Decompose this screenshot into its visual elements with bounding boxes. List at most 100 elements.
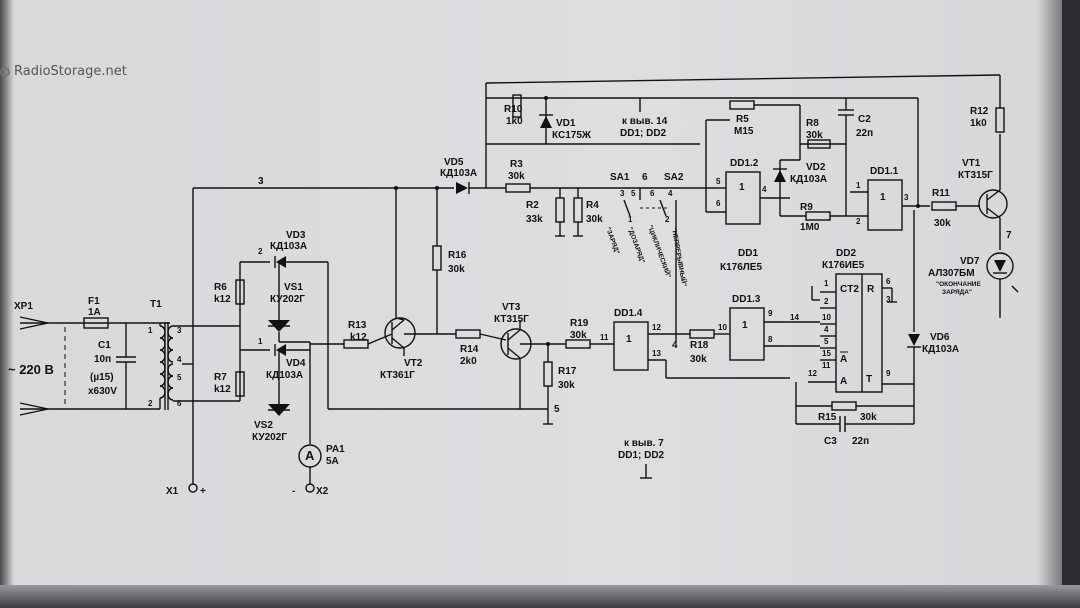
- vd7-m1: "ОКОНЧАНИЕ: [936, 281, 981, 288]
- r6-ref: R6: [214, 282, 227, 293]
- c1-ref: C1: [98, 340, 111, 351]
- c3-ref: C3: [824, 436, 837, 447]
- counter-dd2: DD2 К176ИЕ5 CT2 R A A T 1 2 10 4 5 15 11…: [790, 248, 915, 406]
- c2-ref: C2: [858, 114, 871, 125]
- r10-ref: R10: [504, 104, 523, 115]
- dd13-pin9: 9: [768, 309, 773, 318]
- ct2-pin4: 4: [824, 325, 829, 334]
- resistor-r4: R4 30k: [573, 188, 603, 237]
- resistor-r7: [235, 371, 245, 397]
- sa-pin6: 6: [642, 172, 648, 183]
- diode-vd3: [276, 256, 286, 268]
- r17-ref: R17: [558, 366, 577, 377]
- t1-pin1: 1: [148, 326, 153, 335]
- dd11-ref: DD1.1: [870, 166, 899, 177]
- rectifier: R6 k12 R7 k12 VD3 КД103А 2 VS1 КУ202Г 1: [188, 188, 548, 493]
- r13-val: k12: [350, 332, 367, 343]
- r15-val: 30k: [860, 412, 877, 423]
- vs1-ref: VS1: [284, 282, 303, 293]
- note14-l1: к выв. 14: [622, 116, 668, 127]
- dd1-ref: DD1: [738, 248, 758, 259]
- x1-label: X1: [166, 486, 179, 497]
- r6-val: k12: [214, 294, 231, 305]
- output-terminals: X1 + - X2: [166, 486, 329, 497]
- sa-pin3: 3: [620, 189, 625, 198]
- pa1-ref: PA1: [326, 444, 345, 455]
- r16-ref: R16: [448, 250, 467, 261]
- c1-l1: 10п: [94, 354, 111, 365]
- capacitor-c3: C3 22п: [796, 406, 915, 447]
- transistor-vt1: VT1 КТ315Г 7: [958, 134, 1012, 250]
- dd2-ref: DD2: [836, 248, 856, 259]
- mains-input: XP1 ~ 220 В: [8, 301, 160, 416]
- r12-val: 1k0: [970, 118, 987, 129]
- diode-vd4: [276, 344, 286, 356]
- vd5-val: КД103А: [440, 168, 477, 179]
- note7-l2: DD1; DD2: [618, 450, 665, 461]
- dd11-pin1: 1: [856, 181, 861, 190]
- ct2-r: R: [867, 284, 875, 295]
- sa-pin2: 2: [665, 215, 670, 224]
- vd5-ref: VD5: [444, 157, 464, 168]
- resistor-r16: R16 30k: [404, 188, 467, 335]
- vs2-val: КУ202Г: [252, 432, 287, 443]
- node-2: 2: [258, 247, 263, 256]
- vt2-ref: VT2: [404, 358, 423, 369]
- r3-val: 30k: [508, 171, 525, 182]
- c2-val: 22п: [856, 128, 873, 139]
- watermark-logo-icon: [0, 66, 10, 77]
- gate-dd1-2: 1 DD1.2 5 6 4: [705, 119, 790, 225]
- sa2-ref: SA2: [664, 172, 684, 183]
- vd2-ref: VD2: [806, 162, 826, 173]
- r13-ref: R13: [348, 320, 367, 331]
- mode-nepreryvny: "НЕПРЕРЫВНЫЙ": [670, 227, 689, 287]
- vd1-val: КС175Ж: [552, 130, 592, 141]
- vd1-ref: VD1: [556, 118, 576, 129]
- r16-val: 30k: [448, 264, 465, 275]
- bottom-edge: [0, 585, 1080, 608]
- r2-ref: R2: [526, 200, 539, 211]
- vd4-ref: VD4: [286, 358, 306, 369]
- t1-pin3: 3: [177, 326, 182, 335]
- r18-val: 30k: [690, 354, 707, 365]
- mode-dozaryad: "ДОЗАРЯД": [626, 226, 646, 264]
- resistor-r3: R3 30k: [505, 159, 718, 193]
- zener-vd1: VD1 КС175Ж: [539, 96, 592, 144]
- r14-val: 2k0: [460, 356, 477, 367]
- watermark: RadioStorage.net: [0, 64, 127, 79]
- f1-ref: F1: [88, 296, 100, 307]
- gate-dd1-1: 1 DD1.1 1 2 3: [850, 98, 930, 231]
- node-5: 5: [554, 404, 560, 415]
- ct2-pin10: 10: [822, 313, 831, 322]
- resistor-r13: R13 k12: [310, 320, 393, 349]
- vs2-ref: VS2: [254, 420, 273, 431]
- resistor-r12: R12 1k0: [970, 75, 1005, 133]
- vd7-val: АЛ307БМ: [928, 268, 975, 279]
- ct2-pin6: 6: [886, 277, 891, 286]
- ct2-pin5: 5: [824, 337, 829, 346]
- dd14-pin12: 12: [652, 323, 661, 332]
- ct2-pin11: 11: [822, 361, 831, 370]
- dd11-symbol: 1: [880, 192, 886, 203]
- r5-val: М15: [734, 126, 754, 137]
- mode-ciklicheskiy: "ЦИКЛИЧЕСКИЙ": [646, 224, 674, 279]
- ammeter-pa1: A PA1 5A: [298, 444, 345, 493]
- r9-val: 1М0: [800, 222, 820, 233]
- dd11-pin2: 2: [856, 217, 861, 226]
- dd13-pin8: 8: [768, 335, 773, 344]
- dd14-pin13: 13: [652, 349, 661, 358]
- r7-ref: R7: [214, 372, 227, 383]
- r15-ref: R15: [818, 412, 837, 423]
- note7-l1: к выв. 7: [624, 438, 664, 449]
- gate-dd1-4: 1 DD1.4 11 12 13 4: [600, 308, 790, 379]
- vd3-val: КД103А: [270, 241, 307, 252]
- vd3-ref: VD3: [286, 230, 306, 241]
- dd1-val: К176ЛЕ5: [720, 262, 762, 273]
- f1-val: 1A: [88, 307, 101, 318]
- vd4-val: КД103А: [266, 370, 303, 381]
- x2-polarity: -: [292, 486, 295, 497]
- resistor-r15: R15 30k: [795, 382, 914, 424]
- ct2-abar: A: [840, 354, 847, 365]
- diode-vd2: VD2 КД103А: [773, 144, 827, 216]
